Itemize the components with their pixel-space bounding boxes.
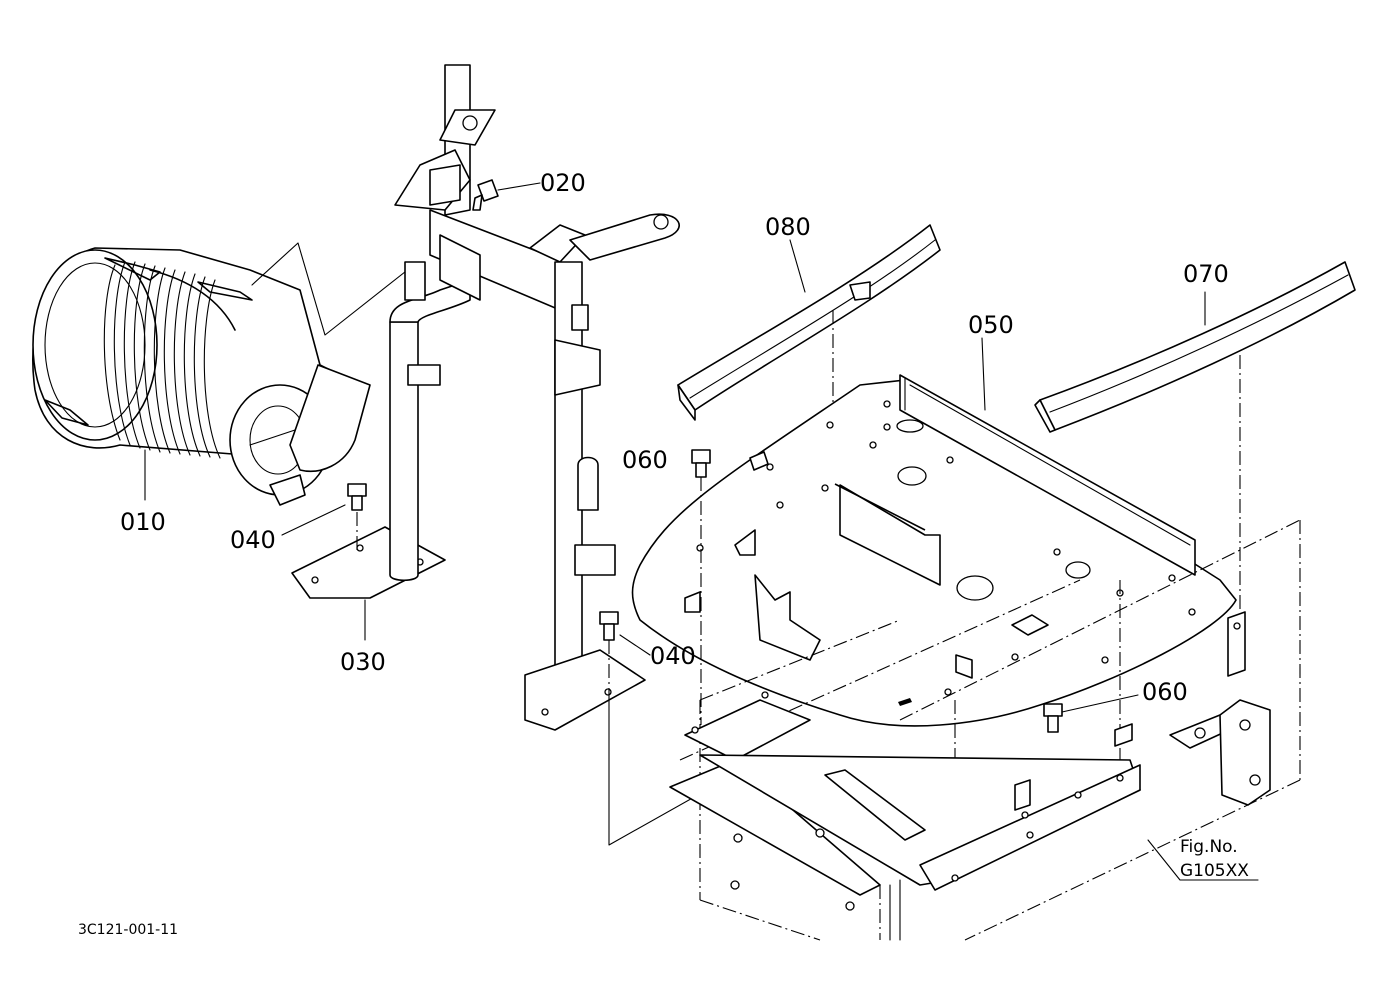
stand-030 — [291, 64, 496, 599]
callout-070: 070 — [1183, 260, 1229, 288]
callout-020: 020 — [540, 169, 586, 197]
channel-070 — [1034, 261, 1356, 433]
callout-040-right: 040 — [650, 642, 696, 670]
bolt-040-left — [347, 483, 367, 511]
lower-chassis — [669, 519, 1301, 941]
drawing-code: 3C121-001-11 — [78, 922, 178, 938]
callout-060-left: 060 — [622, 446, 668, 474]
air-cleaner-010 — [32, 247, 371, 506]
callout-060-right: 060 — [1142, 678, 1188, 706]
bolt-060-right — [1043, 703, 1063, 733]
bolt-040-right — [599, 611, 619, 641]
callout-050: 050 — [968, 311, 1014, 339]
callout-040-left: 040 — [230, 526, 276, 554]
callout-030: 030 — [340, 648, 386, 676]
callout-010: 010 — [120, 508, 166, 536]
support-frame — [429, 209, 680, 731]
bolt-020 — [472, 179, 499, 211]
floor-plate-050 — [631, 374, 1237, 727]
figure-ref-line2: G105XX — [1180, 861, 1249, 881]
bolt-060-left — [691, 449, 711, 478]
callout-080: 080 — [765, 213, 811, 241]
channel-080 — [677, 224, 941, 421]
figure-ref-line1: Fig.No. — [1180, 837, 1238, 857]
